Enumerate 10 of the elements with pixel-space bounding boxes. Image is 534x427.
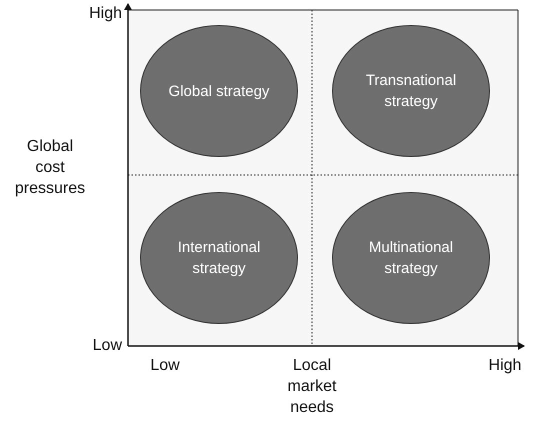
strategy-label: Global strategy: [168, 82, 270, 102]
axis-high-label: High: [88, 4, 122, 24]
strategy-label: Multinational strategy: [368, 238, 454, 279]
y-axis-title: Global cost pressures: [14, 137, 86, 199]
axis-low-label: Low: [92, 336, 122, 356]
axis-low-label: Low: [149, 356, 181, 376]
x-axis-title: Local market needs: [286, 356, 338, 418]
axis-high-label: High: [488, 356, 522, 376]
strategy-label: International strategy: [176, 238, 262, 279]
strategy-label: Transnational strategy: [364, 71, 458, 112]
